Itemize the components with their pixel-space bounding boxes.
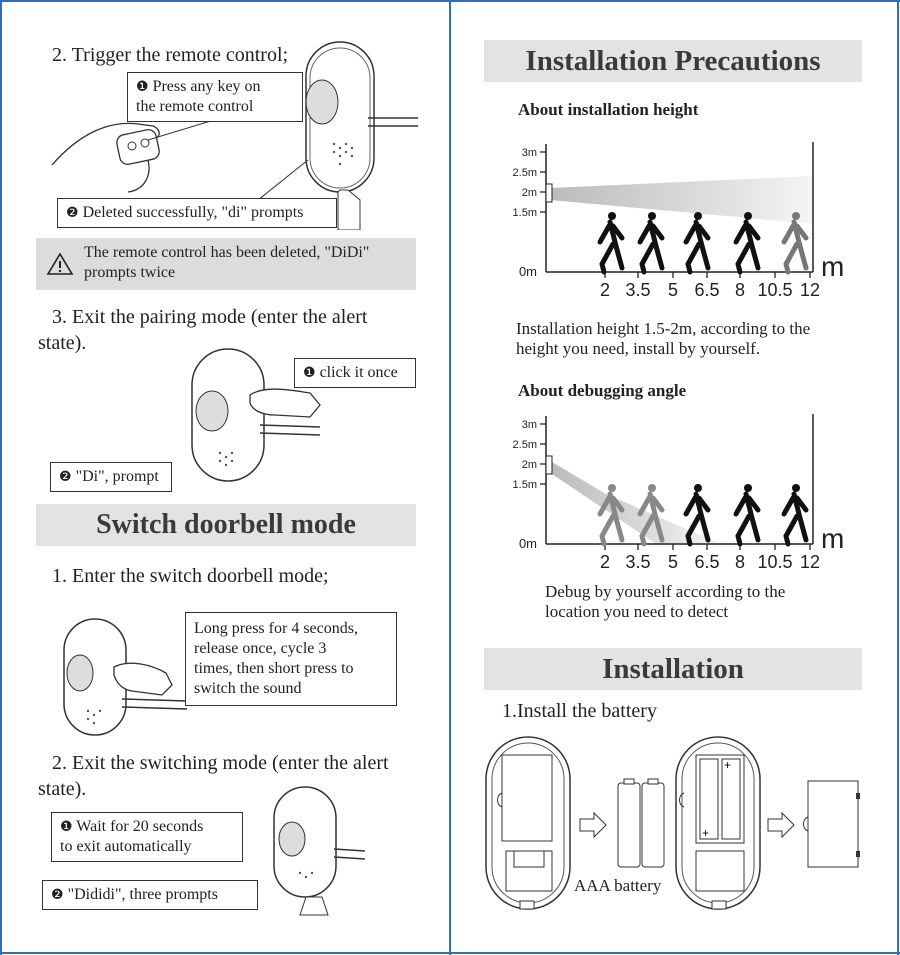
battery-label: AAA battery — [574, 876, 661, 896]
warning-note: The remote control has been deleted, "Di… — [36, 238, 416, 290]
x-tick-label: 12 — [800, 552, 820, 572]
person-figure — [640, 212, 662, 272]
switch-step1: 1. Enter the switch doorbell mode; — [52, 565, 329, 588]
angle-caption: Debug by yourself according to the locat… — [545, 582, 785, 622]
y-tick-label: 2m — [522, 459, 537, 471]
left-border — [0, 0, 2, 955]
number-badge-1: ❶ — [303, 365, 316, 381]
detection-beam — [550, 176, 813, 224]
x-tick-label: 3.5 — [625, 280, 650, 300]
callout-long-press-text: Long press for 4 seconds, release once, … — [194, 620, 358, 697]
y-tick-label: 3m — [522, 419, 537, 431]
right-border — [897, 0, 899, 955]
callout-long-press: Long press for 4 seconds, release once, … — [185, 612, 397, 706]
y-tick-label: 3m — [522, 147, 537, 159]
x-tick-label: 8 — [735, 280, 745, 300]
person-figure — [784, 484, 806, 544]
angle-subhead: About debugging angle — [518, 381, 686, 401]
number-badge-1: ❶ — [60, 819, 73, 835]
install-step1: 1.Install the battery — [502, 700, 657, 723]
callout-click-once: ❶ click it once — [294, 358, 416, 388]
x-tick-label: 2 — [600, 552, 610, 572]
callout-di-prompt: ❷ "Di", prompt — [50, 462, 172, 492]
callout-deleted-text: Deleted successfully, "di" prompts — [83, 204, 304, 221]
y-tick-label: 2.5m — [513, 439, 537, 451]
callout-press-key-text: Press any key on the remote control — [136, 78, 261, 115]
detection-beam — [552, 462, 721, 544]
callout-dididi: ❷ "Dididi", three prompts — [42, 880, 258, 910]
sensor-marker — [546, 456, 552, 474]
svg-text:+: + — [724, 758, 731, 772]
x-tick-label: 12 — [800, 280, 820, 300]
callout-di-prompt-text: "Di", prompt — [76, 468, 159, 485]
person-figure — [600, 212, 622, 272]
person-figure — [736, 212, 758, 272]
x-tick-label: 5 — [668, 280, 678, 300]
sensor-marker — [546, 184, 552, 202]
y-tick-label: 1.5m — [513, 207, 537, 219]
y-tick-label: 2m — [522, 187, 537, 199]
height-subhead: About installation height — [518, 100, 698, 120]
svg-text:+: + — [702, 826, 709, 840]
callout-deleted: ❷ Deleted successfully, "di" prompts — [57, 198, 337, 228]
x-tick-label: 8 — [735, 552, 745, 572]
callout-click-once-text: click it once — [320, 364, 398, 381]
y-tick-label: 0m — [519, 264, 537, 279]
installation-banner: Installation — [484, 648, 862, 690]
warning-note-text: The remote control has been deleted, "Di… — [84, 243, 369, 283]
x-tick-label: 10.5 — [757, 552, 792, 572]
battery-install-illustration: + + — [484, 733, 864, 915]
warning-icon — [46, 252, 74, 276]
x-unit-label: m — [821, 523, 844, 554]
callout-dididi-text: "Dididi", three prompts — [68, 886, 218, 903]
precautions-banner: Installation Precautions — [484, 40, 862, 82]
callout-wait-text: Wait for 20 seconds to exit automaticall… — [60, 818, 203, 855]
center-divider — [449, 0, 451, 955]
x-tick-label: 6.5 — [694, 552, 719, 572]
x-unit-label: m — [821, 251, 844, 282]
callout-press-key: ❶ Press any key on the remote control — [127, 72, 303, 122]
debugging-angle-diagram: 3m 2.5m 2m 1.5m 0m 2 3.5 5 6.5 8 10.5 12m — [498, 412, 858, 577]
number-badge-2: ❷ — [66, 205, 79, 221]
callout-wait: ❶ Wait for 20 seconds to exit automatica… — [51, 812, 243, 862]
y-tick-label: 0m — [519, 536, 537, 551]
y-tick-label: 2.5m — [513, 167, 537, 179]
x-tick-label: 6.5 — [694, 280, 719, 300]
device-wait-illustration — [270, 785, 370, 917]
x-tick-label: 3.5 — [625, 552, 650, 572]
switch-doorbell-banner: Switch doorbell mode — [36, 504, 416, 546]
device-longpress-illustration — [62, 615, 192, 740]
number-badge-2: ❷ — [51, 887, 64, 903]
installation-height-diagram: 3m 2.5m 2m 1.5m 0m 2 3.5 5 6.5 8 10.5 12m — [498, 140, 858, 305]
person-figure — [686, 212, 708, 272]
person-figure — [736, 484, 758, 544]
x-tick-label: 2 — [600, 280, 610, 300]
x-tick-label: 10.5 — [757, 280, 792, 300]
y-tick-label: 1.5m — [513, 479, 537, 491]
number-badge-2: ❷ — [59, 469, 72, 485]
x-tick-label: 5 — [668, 552, 678, 572]
height-caption: Installation height 1.5-2m, according to… — [516, 319, 810, 359]
number-badge-1: ❶ — [136, 79, 149, 95]
